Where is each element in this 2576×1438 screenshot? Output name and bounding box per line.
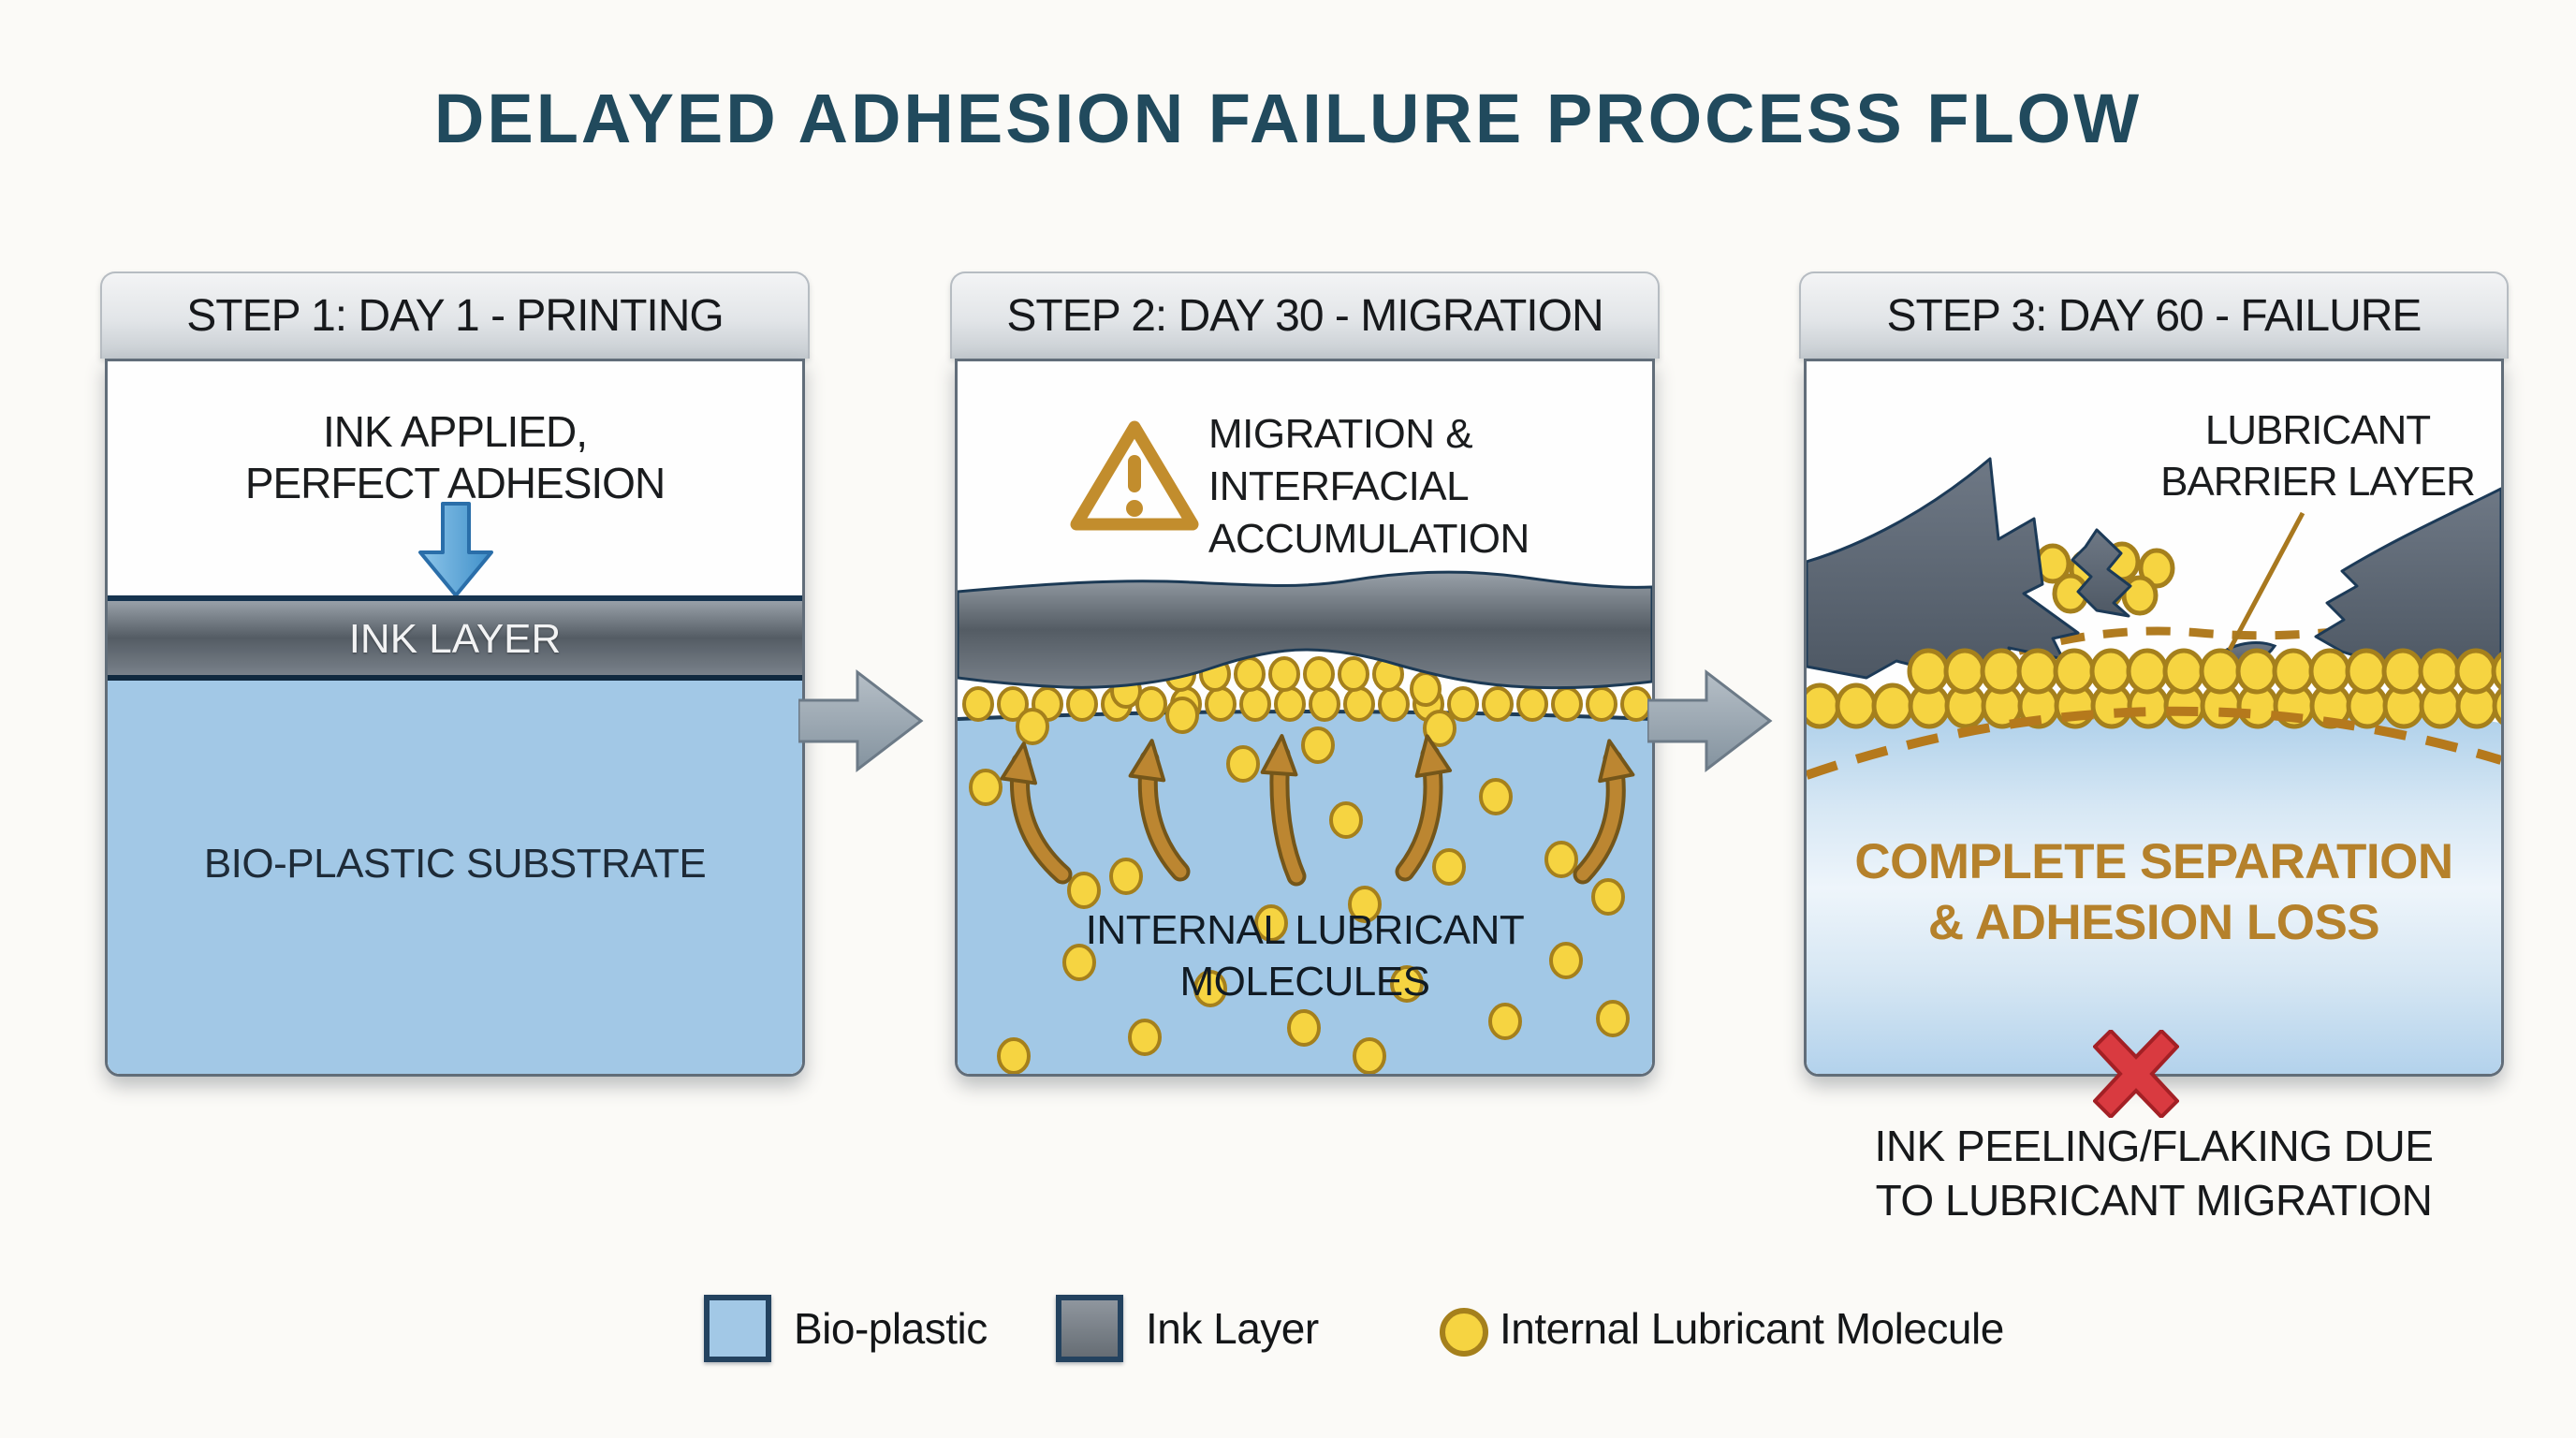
legend-label-bio-plastic: Bio-plastic: [794, 1304, 988, 1353]
migration-arrows: [1000, 734, 1635, 887]
annotation-line: [2227, 511, 2305, 652]
legend-label-ink-layer: Ink Layer: [1146, 1304, 1319, 1353]
step2-annotation: MIGRATION & INTERFACIAL ACCUMULATION: [1208, 411, 1530, 562]
failure-caption: INK PEELING/FLAKING DUE TO LUBRICANT MIG…: [1874, 1122, 2434, 1225]
ink-bottom-line: [108, 675, 802, 681]
lubricant-molecules: [962, 656, 1652, 1074]
step3-diagram: [1807, 361, 2501, 1074]
step2-panel: STEP 2: DAY 30 - MIGRATION MIGRATION & I…: [950, 271, 1660, 1077]
page-title: DELAYED ADHESION FAILURE PROCESS FLOW: [433, 80, 2143, 157]
lubricant-molecule-swatch: [1440, 1308, 1488, 1357]
lubricant-label: INTERNAL LUBRICANT MOLECULES: [1085, 907, 1525, 1005]
bio-plastic-substrate: [958, 712, 1652, 1074]
bio-plastic-swatch: [704, 1295, 771, 1362]
ink-layer-swatch: [1056, 1295, 1123, 1362]
step2-card: MIGRATION & INTERFACIAL ACCUMULATION INT…: [955, 359, 1655, 1077]
step2-diagram: [958, 361, 1652, 1074]
warning-triangle-icon: [1070, 420, 1199, 531]
flow-arrow-icon: [1647, 668, 1773, 773]
step3-header-label: STEP 3: DAY 60 - FAILURE: [1886, 291, 2422, 341]
down-arrow-icon: [418, 502, 493, 597]
ink-top-line: [108, 595, 802, 601]
step3-header: STEP 3: DAY 60 - FAILURE: [1799, 271, 2509, 359]
ink-layer-band: [108, 601, 802, 675]
step3-card: LUBRICANT BARRIER LAYER COMPLETE SEPARAT…: [1804, 359, 2504, 1077]
ink-layer-label: INK LAYER: [348, 616, 562, 662]
legend-label-lubricant: Internal Lubricant Molecule: [1500, 1304, 2004, 1353]
lubricant-barrier-dots: [1807, 648, 2501, 729]
step3-panel: STEP 3: DAY 60 - FAILURE: [1799, 271, 2509, 1077]
ink-flake-middle: [2071, 528, 2132, 618]
step1-annotation: INK APPLIED, PERFECT ADHESION: [244, 407, 666, 508]
step2-header: STEP 2: DAY 30 - MIGRATION: [950, 271, 1660, 359]
flow-arrow-icon: [798, 668, 924, 773]
lower-dashed-arc: [1807, 706, 2501, 780]
substrate-label: BIO-PLASTIC SUBSTRATE: [203, 841, 707, 887]
ink-flake-right: [2314, 487, 2501, 674]
red-x-icon: [2093, 1030, 2179, 1118]
bio-plastic-substrate: [108, 681, 802, 1074]
step1-diagram: [108, 361, 802, 1074]
step3-annotation: LUBRICANT BARRIER LAYER: [2160, 407, 2476, 505]
step1-panel: STEP 1: DAY 1 - PRINTING INK: [100, 271, 810, 1077]
failure-result-label: COMPLETE SEPARATION & ADHESION LOSS: [1854, 834, 2453, 950]
wavy-ink-layer: [958, 570, 1652, 690]
separation-gap: [1807, 702, 2501, 1074]
upper-dashed-line: [1936, 615, 2425, 684]
step2-header-label: STEP 2: DAY 30 - MIGRATION: [1006, 291, 1603, 341]
step1-header-label: STEP 1: DAY 1 - PRINTING: [186, 291, 724, 341]
step1-header: STEP 1: DAY 1 - PRINTING: [100, 271, 810, 359]
step1-card: INK APPLIED, PERFECT ADHESION INK LAYER …: [105, 359, 805, 1077]
